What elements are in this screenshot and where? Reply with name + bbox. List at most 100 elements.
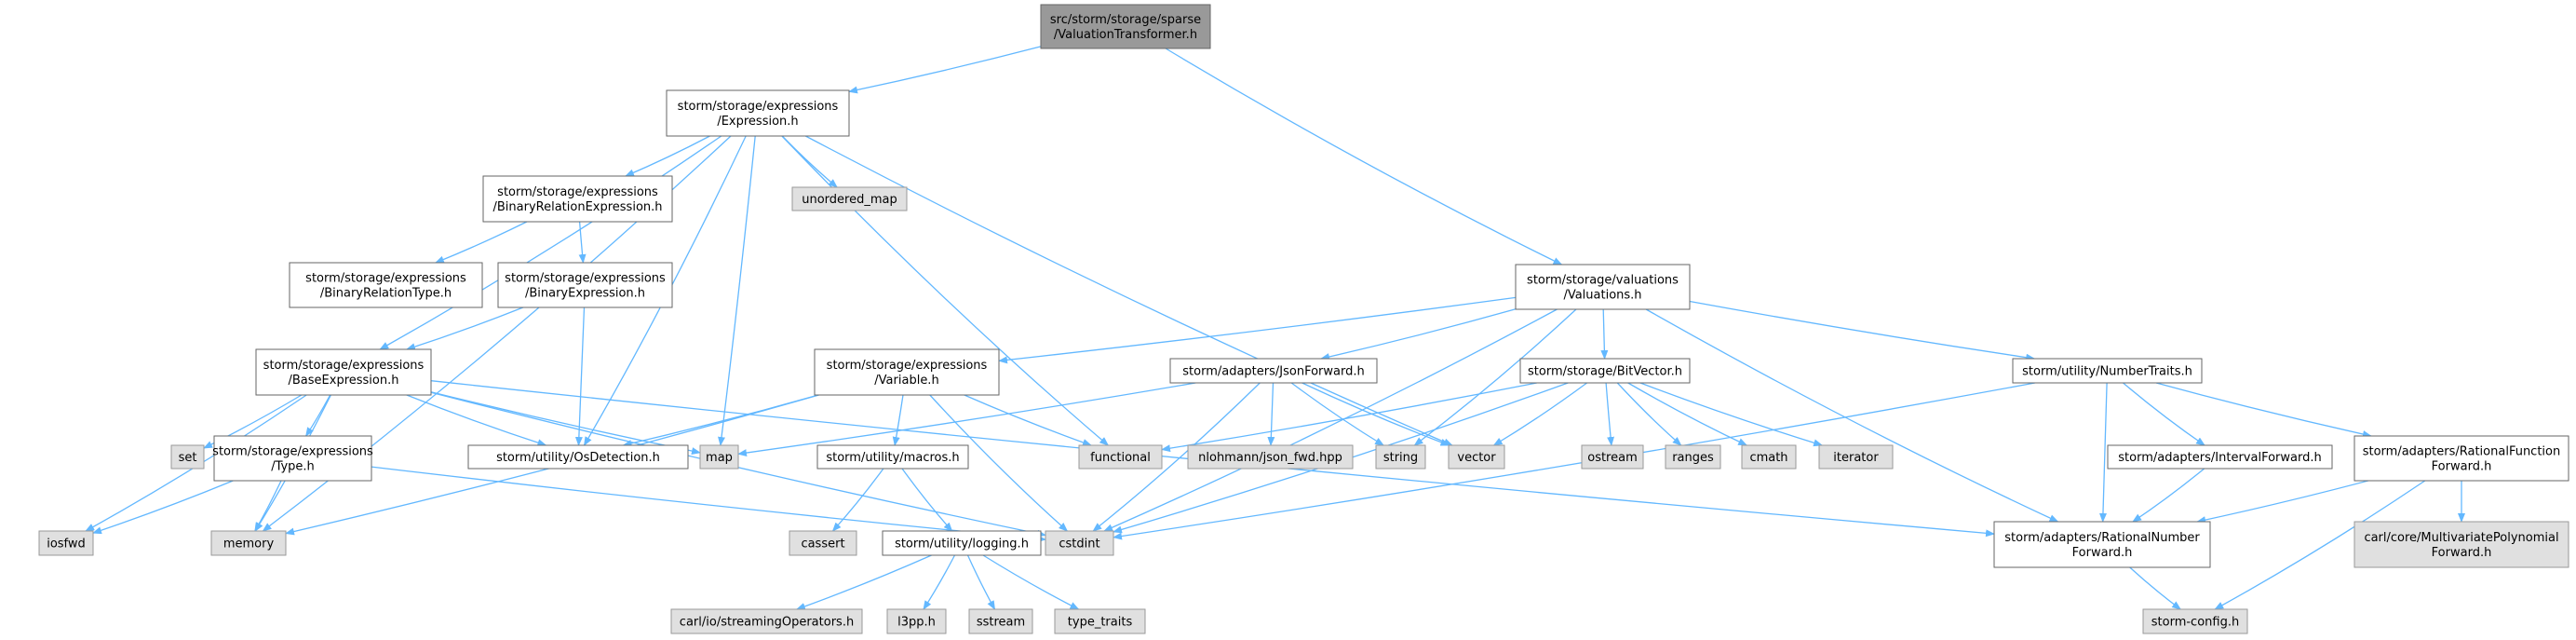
- node-label-vector-0: vector: [1457, 451, 1496, 465]
- node-carlstream: carl/io/streamingOperators.h: [670, 608, 863, 634]
- node-box-expr: [666, 89, 850, 137]
- node-box-nlohmann: [1187, 444, 1354, 470]
- edge-numtraits-to-ratfuncfwd: [2155, 382, 2372, 438]
- edge-numtraits-to-cstdint: [1113, 382, 2036, 540]
- node-label-logging-0: storm/utility/logging.h: [895, 538, 1029, 551]
- node-box-osdet: [467, 444, 689, 470]
- edge-intervalfwd-to-ratnumfwd: [2132, 468, 2205, 523]
- edge-baseexpr-to-osdet: [406, 394, 547, 447]
- node-label-l3pp-0: l3pp.h: [897, 616, 936, 630]
- node-box-iterator: [1818, 444, 1894, 470]
- node-box-ratnumfwd: [1993, 521, 2211, 568]
- edge-type-to-cstdint: [371, 466, 1046, 543]
- node-nlohmann: nlohmann/json_fwd.hpp: [1187, 444, 1354, 470]
- edge-bitvector-to-iterator: [1639, 382, 1824, 447]
- node-box-intervalfwd: [2107, 444, 2333, 470]
- node-type_traits: type_traits: [1054, 608, 1146, 634]
- node-binrel[interactable]: storm/storage/expressions/BinaryRelation…: [482, 175, 673, 223]
- node-label-variable-1: /Variable.h: [874, 374, 938, 388]
- node-box-map: [699, 444, 739, 470]
- node-binreltype[interactable]: storm/storage/expressions/BinaryRelation…: [289, 262, 483, 308]
- node-box-stormconfig: [2142, 608, 2248, 634]
- node-label-functional-0: functional: [1090, 451, 1151, 465]
- node-box-vector: [1448, 444, 1505, 470]
- edge-expr-to-map: [718, 135, 756, 446]
- node-functional: functional: [1078, 444, 1163, 470]
- node-memory: memory: [210, 530, 287, 556]
- node-label-ratnumfwd-0: storm/adapters/RationalNumber: [2004, 531, 2200, 545]
- edge-jsonfwd-to-cstdint: [1092, 382, 1261, 532]
- node-map: map: [699, 444, 739, 470]
- node-logging[interactable]: storm/utility/logging.h: [882, 530, 1042, 556]
- node-box-cstdint: [1045, 530, 1114, 556]
- node-box-logging: [882, 530, 1042, 556]
- node-iosfwd: iosfwd: [38, 530, 94, 556]
- edge-jsonfwd-to-map: [737, 382, 1196, 457]
- node-baseexpr[interactable]: storm/storage/expressions/BaseExpression…: [255, 348, 432, 396]
- node-bitvector[interactable]: storm/storage/BitVector.h: [1519, 358, 1691, 384]
- node-label-binreltype-1: /BinaryRelationType.h: [320, 287, 452, 301]
- edge-expr-to-baseexpr: [379, 135, 722, 350]
- node-box-string: [1375, 444, 1426, 470]
- edge-vals-to-cstdint: [1103, 308, 1558, 532]
- node-label-ostream-0: ostream: [1587, 451, 1638, 465]
- edge-numtraits-to-ratnumfwd: [2098, 382, 2108, 523]
- edge-variable-to-macros: [892, 394, 904, 446]
- node-label-iterator-0: iterator: [1833, 451, 1879, 465]
- edge-binrel-to-binreltype: [434, 221, 528, 264]
- node-vt[interactable]: src/storm/storage/sparse/ValuationTransf…: [1040, 4, 1211, 49]
- node-binexpr[interactable]: storm/storage/expressions/BinaryExpressi…: [497, 262, 673, 308]
- edge-jsonfwd-to-nlohmann: [1267, 382, 1275, 446]
- edge-vals-to-variable: [998, 296, 1517, 364]
- node-box-variable: [814, 348, 1000, 396]
- node-numtraits[interactable]: storm/utility/NumberTraits.h: [2012, 358, 2203, 384]
- node-label-vt-0: src/storm/storage/sparse: [1050, 13, 1201, 27]
- edge-expr-to-binrel: [625, 135, 710, 177]
- edge-variable-to-functional: [964, 394, 1092, 446]
- node-box-sstream: [968, 608, 1033, 634]
- node-label-ratfuncfwd-1: Forward.h: [2432, 460, 2492, 474]
- node-expr[interactable]: storm/storage/expressions/Expression.h: [666, 89, 850, 137]
- node-box-numtraits: [2012, 358, 2203, 384]
- node-string: string: [1375, 444, 1426, 470]
- node-intervalfwd[interactable]: storm/adapters/IntervalForward.h: [2107, 444, 2333, 470]
- node-label-sstream-0: sstream: [977, 616, 1025, 630]
- node-l3pp: l3pp.h: [886, 608, 947, 634]
- node-jsonfwd[interactable]: storm/adapters/JsonForward.h: [1169, 358, 1378, 384]
- node-box-bitvector: [1519, 358, 1691, 384]
- node-label-baseexpr-1: /BaseExpression.h: [289, 374, 399, 388]
- edge-jsonfwd-to-string: [1290, 382, 1384, 446]
- node-vals[interactable]: storm/storage/valuations/Valuations.h: [1515, 264, 1691, 310]
- node-label-binrel-0: storm/storage/expressions: [497, 185, 658, 199]
- edge-vt-to-vals: [1165, 48, 1563, 266]
- edge-bitvector-to-cmath: [1627, 382, 1748, 446]
- node-label-cassert-0: cassert: [801, 538, 844, 551]
- node-box-functional: [1078, 444, 1163, 470]
- edge-expr-to-unordered_map: [781, 135, 838, 188]
- node-iterator: iterator: [1818, 444, 1894, 470]
- node-cassert: cassert: [789, 530, 857, 556]
- node-box-unordered_map: [791, 186, 908, 211]
- node-box-binreltype: [289, 262, 483, 308]
- node-type[interactable]: storm/storage/expressions/Type.h: [212, 435, 373, 482]
- node-box-baseexpr: [255, 348, 432, 396]
- edges-layer: [85, 46, 2465, 610]
- node-macros[interactable]: storm/utility/macros.h: [816, 444, 969, 470]
- node-osdet[interactable]: storm/utility/OsDetection.h: [467, 444, 689, 470]
- node-box-memory: [210, 530, 287, 556]
- node-label-osdet-0: storm/utility/OsDetection.h: [496, 451, 660, 465]
- node-box-ranges: [1665, 444, 1721, 470]
- node-variable[interactable]: storm/storage/expressions/Variable.h: [814, 348, 1000, 396]
- node-box-cassert: [789, 530, 857, 556]
- node-label-binexpr-0: storm/storage/expressions: [505, 272, 666, 286]
- edge-macros-to-cassert: [831, 468, 884, 532]
- edge-expr-to-functional: [781, 135, 1110, 446]
- edge-logging-to-type_traits: [982, 554, 1080, 610]
- node-box-cmath: [1741, 444, 1797, 470]
- node-box-jsonfwd: [1169, 358, 1378, 384]
- node-box-carlstream: [670, 608, 863, 634]
- edge-macros-to-logging: [901, 468, 953, 532]
